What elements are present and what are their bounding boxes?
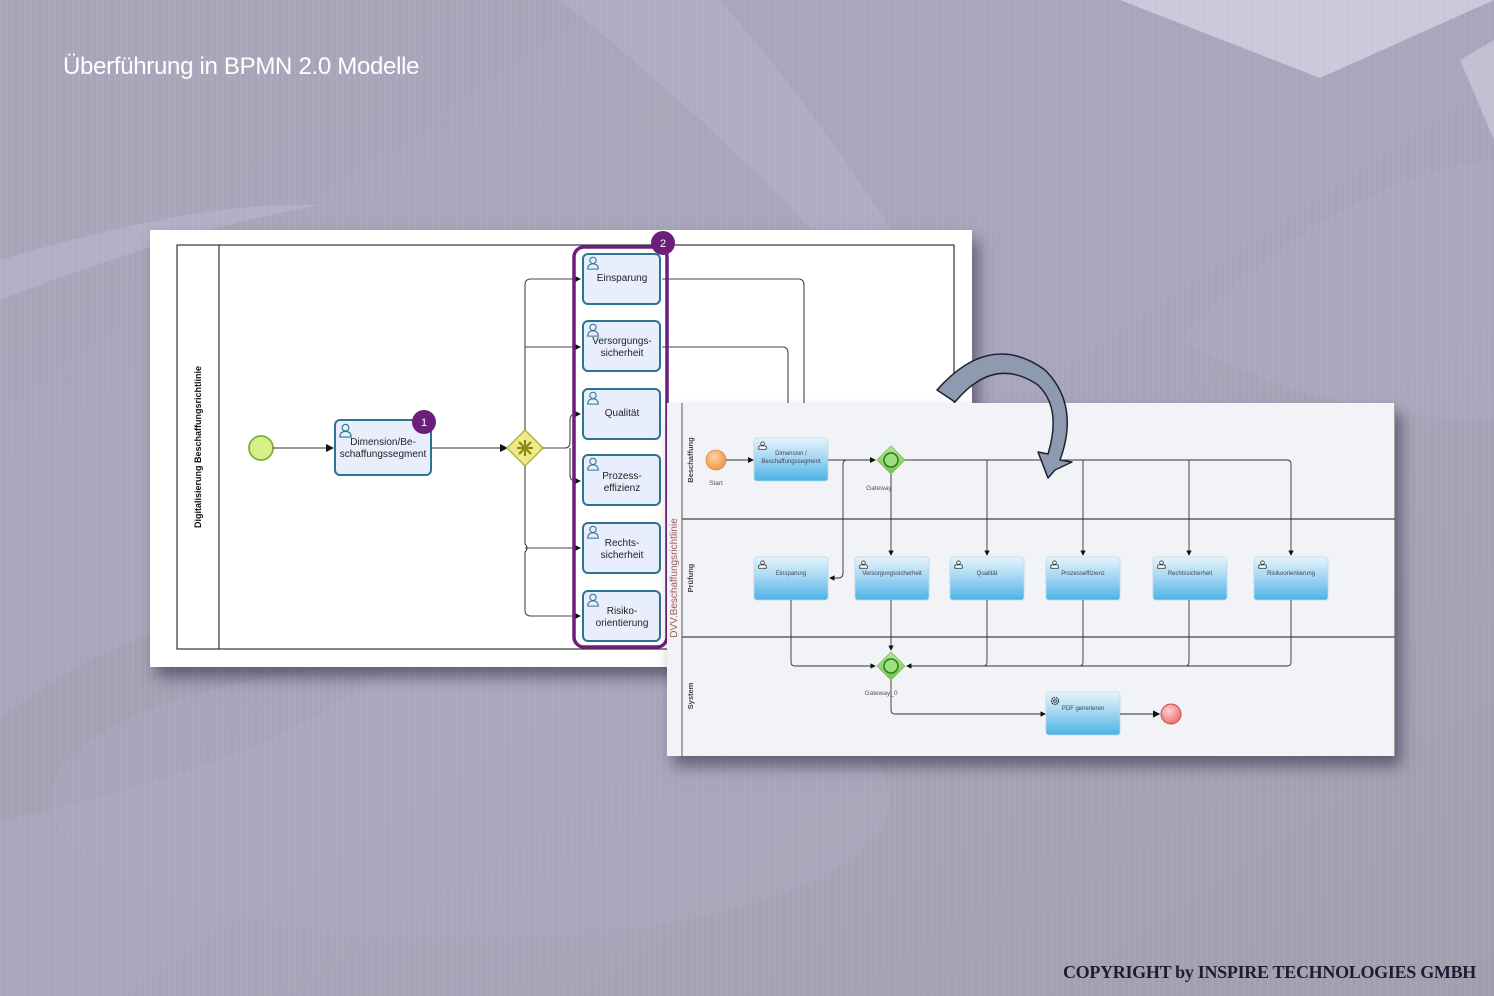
svg-text:Rechts-: Rechts- [605, 538, 639, 549]
badge-1 [412, 410, 436, 434]
task-dimension[interactable]: Dimension/Be- schaffungssegment [334, 419, 432, 476]
task-versorgungssicherheit[interactable]: Versorgungs- sicherheit [582, 320, 661, 372]
target-bpmn-diagram: DVV.Beschaffungsrichtlinie Beschaffung P… [667, 403, 1396, 756]
task-qualitaet[interactable]: Qualität [949, 556, 1025, 601]
gateway-label: Gateway [866, 485, 892, 492]
slide-title: Überführung in BPMN 2.0 Modelle [63, 53, 420, 80]
pool-label: Digitalisierung Beschaffungsrichtlinie [193, 366, 203, 528]
badge-2-label: 2 [660, 238, 666, 250]
task-versorgungssicherheit[interactable]: Versorgungssicherheit [854, 556, 930, 601]
svg-text:Versorgungssicherheit: Versorgungssicherheit [862, 571, 922, 577]
task-group-highlight [572, 245, 669, 649]
svg-text:Prozess-: Prozess- [602, 471, 641, 482]
svg-text:Prozesseffizienz: Prozesseffizienz [1061, 571, 1105, 577]
svg-text:Einsparung: Einsparung [776, 571, 806, 577]
badge-1-label: 1 [421, 417, 427, 429]
lane-label-system: System [686, 682, 695, 709]
task-label-line1: Dimension/Be- [350, 437, 416, 448]
task-risikoorientierung[interactable]: Risiko- orientierung [582, 590, 661, 642]
svg-text:PDF generieren: PDF generieren [1062, 706, 1104, 712]
gear-icon [1050, 696, 1060, 706]
pool-label: DVV.Beschaffungsrichtlinie [669, 518, 680, 638]
task-risikoorientierung[interactable]: Risikoorientierung [1253, 556, 1329, 601]
gateway-0-icon[interactable] [876, 651, 906, 681]
badge-2 [651, 231, 675, 255]
service-task-pdf[interactable]: PDF generieren [1045, 691, 1121, 736]
target-model-panel: DVV.Beschaffungsrichtlinie Beschaffung P… [667, 403, 1396, 756]
task-rechtssicherheit[interactable]: Rechtssicherheit [1152, 556, 1228, 601]
svg-text:Qualität: Qualität [977, 571, 998, 577]
task-label-line2: schaffungssegment [340, 449, 427, 460]
svg-text:orientierung: orientierung [596, 618, 649, 629]
lane-label-pruefung: Prüfung [686, 563, 695, 592]
lane-label-beschaffung: Beschaffung [686, 437, 695, 483]
svg-text:sicherheit: sicherheit [601, 550, 644, 561]
start-label: Start [709, 480, 723, 487]
svg-text:Risiko-: Risiko- [607, 606, 638, 617]
gateway-0-label: Gateway_0 [865, 690, 898, 697]
task-dimension[interactable]: Dimension / Beschaffungssegment [753, 437, 829, 482]
source-bpmn-diagram: Digitalisierung Beschaffungsrichtlinie D… [176, 231, 955, 650]
svg-text:effizienz: effizienz [604, 483, 641, 494]
task-qualitaet[interactable]: Qualität [582, 388, 661, 440]
task-rechtssicherheit[interactable]: Rechts- sicherheit [582, 522, 661, 574]
svg-text:Dimension /: Dimension / [775, 451, 807, 457]
svg-text:Rechtssicherheit: Rechtssicherheit [1168, 571, 1213, 577]
task-prozesseffizienz[interactable]: Prozesseffizienz [1045, 556, 1121, 601]
task-einsparung[interactable]: Einsparung [753, 556, 829, 601]
svg-text:sicherheit: sicherheit [601, 348, 644, 359]
svg-text:Beschaffungssegment: Beschaffungssegment [761, 459, 821, 465]
svg-text:Versorgungs-: Versorgungs- [592, 336, 651, 347]
svg-text:Qualität: Qualität [605, 408, 640, 419]
complex-gateway-icon[interactable] [505, 428, 545, 468]
svg-text:Einsparung: Einsparung [597, 273, 648, 284]
start-event-icon[interactable] [705, 449, 727, 471]
svg-text:Risikoorientierung: Risikoorientierung [1267, 571, 1315, 577]
copyright-notice: COPYRIGHT by INSPIRE TECHNOLOGIES GMBH [1062, 962, 1476, 982]
start-event-icon[interactable] [248, 435, 274, 461]
transform-arrow-icon [936, 353, 1073, 479]
end-event-icon[interactable] [1160, 703, 1182, 725]
task-prozesseffizienz[interactable]: Prozess- effizienz [582, 454, 661, 506]
task-einsparung[interactable]: Einsparung [582, 253, 661, 305]
